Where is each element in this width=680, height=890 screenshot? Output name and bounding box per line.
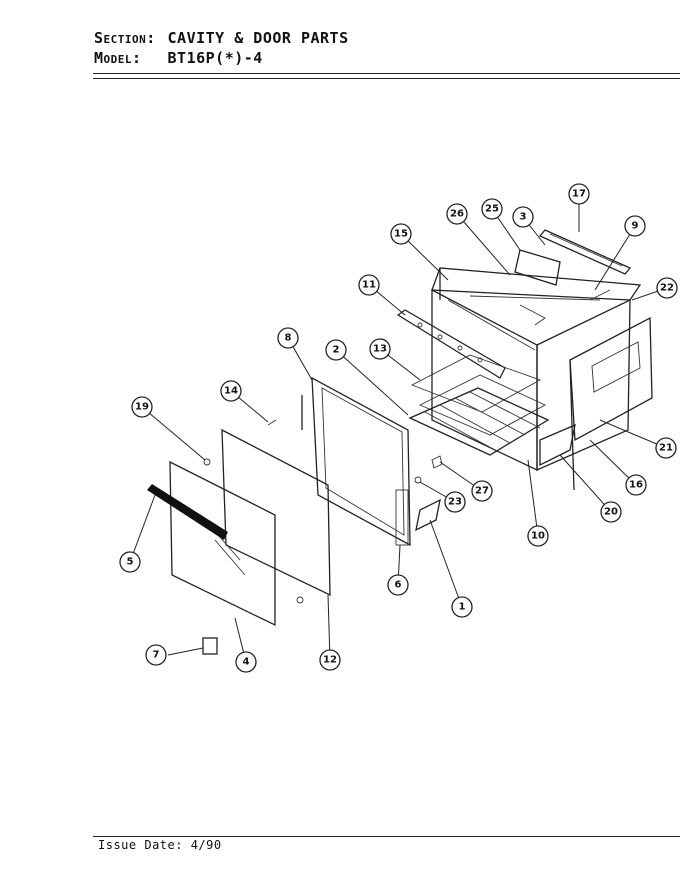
callout-25: 25 — [481, 198, 503, 220]
callout-26: 26 — [446, 203, 468, 225]
callout-5: 5 — [119, 551, 141, 573]
callout-10: 10 — [527, 525, 549, 547]
callout-label: 27 — [475, 486, 489, 497]
callout-label: 4 — [243, 657, 250, 668]
callout-15: 15 — [390, 223, 412, 245]
oven-cavity — [431, 267, 642, 472]
callout-6: 6 — [387, 574, 409, 596]
header-rule-bottom — [93, 78, 680, 79]
model-value: BT16P(*)-4 — [167, 49, 263, 67]
callout-label: 22 — [660, 283, 674, 294]
section-row: Section: CAVITY & DOOR PARTS — [94, 28, 349, 48]
section-header: Section: CAVITY & DOOR PARTS Model: BT16… — [94, 28, 349, 68]
door-frame — [301, 376, 411, 547]
callout-label: 12 — [323, 655, 337, 666]
callout-label: 1 — [459, 602, 466, 613]
callout-label: 9 — [632, 221, 639, 232]
inner-door-panel — [221, 428, 331, 597]
door-glass — [169, 460, 276, 627]
callout-21: 21 — [655, 437, 677, 459]
callout-4: 4 — [235, 651, 257, 673]
callout-label: 14 — [224, 386, 238, 397]
callout-label: 16 — [629, 480, 643, 491]
callout-label: 21 — [659, 443, 673, 454]
callout-label: 8 — [285, 333, 292, 344]
header-rule-top — [93, 73, 680, 74]
small-parts — [202, 419, 576, 655]
callout-label: 11 — [362, 280, 376, 291]
callout-label: 19 — [135, 402, 149, 413]
callout-9: 9 — [624, 215, 646, 237]
callout-3: 3 — [512, 206, 534, 228]
callout-label: 23 — [448, 497, 462, 508]
callout-27: 27 — [471, 480, 493, 502]
callout-label: 7 — [153, 650, 160, 661]
top-rail — [514, 229, 632, 286]
callout-label: 26 — [450, 209, 464, 220]
callout-7: 7 — [145, 644, 167, 666]
callout-1: 1 — [451, 596, 473, 618]
callout-label: 5 — [127, 557, 134, 568]
callout-label: 2 — [333, 345, 340, 356]
callout-label: 6 — [395, 580, 402, 591]
callout-label: 3 — [520, 212, 527, 223]
callout-22: 22 — [656, 277, 678, 299]
callout-19: 19 — [131, 396, 153, 418]
callout-label: 20 — [604, 507, 618, 518]
door-handle — [147, 484, 228, 540]
callout-label: 13 — [373, 344, 387, 355]
callout-8: 8 — [277, 327, 299, 349]
callout-label: 25 — [485, 204, 499, 215]
issue-date: Issue Date: 4/90 — [98, 838, 222, 852]
section-label: Section: — [94, 29, 156, 47]
callout-14: 14 — [220, 380, 242, 402]
callout-label: 15 — [394, 229, 408, 240]
callout-11: 11 — [358, 274, 380, 296]
model-label: Model: — [94, 49, 142, 67]
callout-label: 10 — [531, 531, 545, 542]
side-panel — [569, 316, 653, 491]
callout-16: 16 — [625, 474, 647, 496]
callout-13: 13 — [369, 338, 391, 360]
callout-23: 23 — [444, 491, 466, 513]
callout-17: 17 — [568, 183, 590, 205]
oven-racks — [408, 354, 550, 456]
callout-12: 12 — [319, 649, 341, 671]
callout-2: 2 — [325, 339, 347, 361]
section-value: CAVITY & DOOR PARTS — [167, 29, 349, 47]
footer-rule — [93, 836, 680, 837]
callout-20: 20 — [600, 501, 622, 523]
model-row: Model: BT16P(*)-4 — [94, 48, 349, 68]
callout-label: 17 — [572, 189, 586, 200]
